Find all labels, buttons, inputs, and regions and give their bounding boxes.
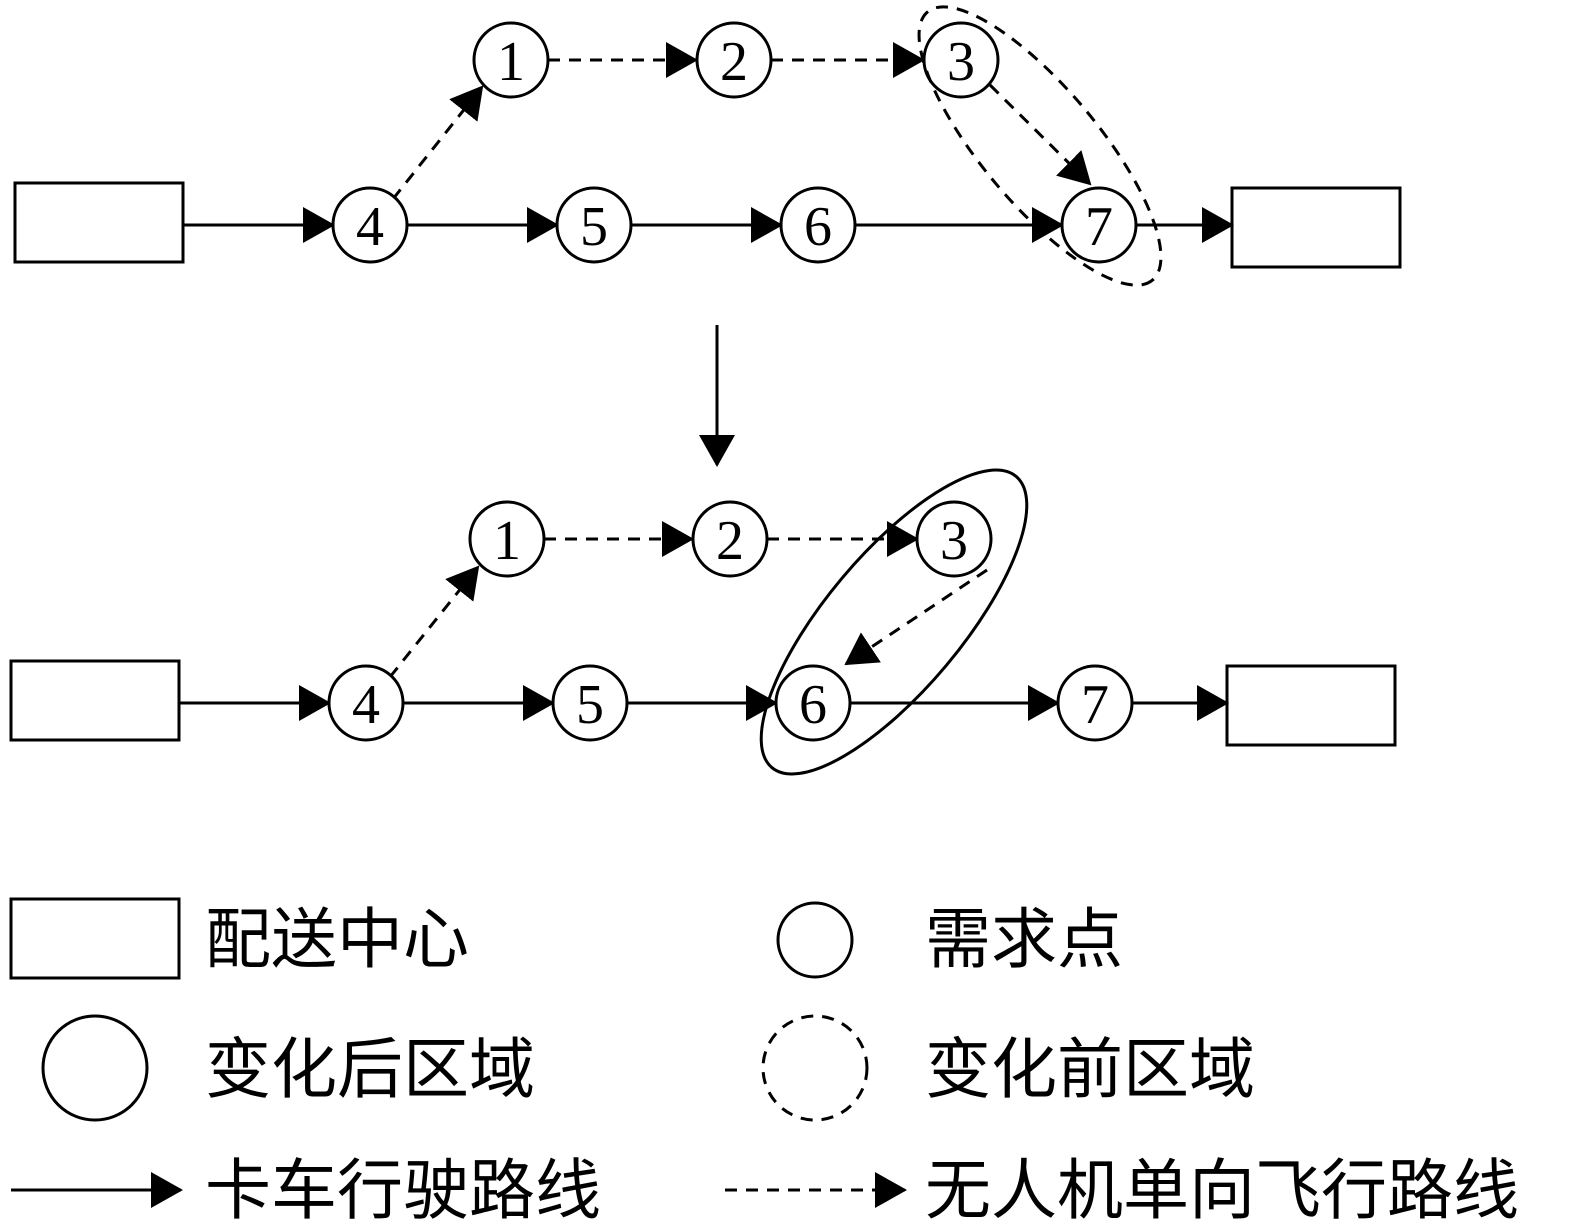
top-node-5-label: 5 [580,196,608,258]
legend-region-before-label: 变化前区域 [925,1031,1255,1108]
legend-depot-symbol [9,897,181,980]
legend: 配送中心 需求点 变化后区域 变化前区域 卡车行驶路线 无人机单向飞行路线 [9,897,1519,1226]
bottom-node-3-label: 3 [940,510,968,572]
legend-demand-point-label: 需求点 [925,901,1123,978]
top-node-1 [472,21,550,99]
top-node-7 [1060,186,1138,264]
bottom-node-3 [915,500,993,578]
top-node-4 [331,186,409,264]
bottom-node-4-label: 4 [352,674,380,736]
bottom-end-depot [1225,664,1397,747]
bottom-node-6-label: 6 [799,674,827,736]
top-node-6-label: 6 [804,196,832,258]
legend-region-after-symbol [41,1014,149,1122]
bottom-panel: 1 2 3 4 5 6 7 [9,468,1397,776]
bottom-node-2 [691,500,769,578]
bottom-node-1-label: 1 [493,510,521,572]
legend-region-after-label: 变化后区域 [205,1031,535,1108]
top-node-6 [779,186,857,264]
top-drone-edge-3-7 [988,83,1092,186]
bottom-node-5-label: 5 [576,674,604,736]
bottom-drone-edge-4-1 [388,565,480,678]
top-node-5 [555,186,633,264]
legend-demand-point-symbol [776,901,854,979]
top-drone-edge-4-1 [391,85,484,200]
top-start-depot [13,181,185,264]
legend-depot-label: 配送中心 [205,901,469,978]
legend-drone-route-label: 无人机单向飞行路线 [925,1152,1519,1226]
top-node-2-label: 2 [720,31,748,93]
top-region-before-change [917,5,1163,287]
top-node-1-label: 1 [497,31,525,93]
top-node-7-label: 7 [1085,196,1113,258]
bottom-node-1 [468,500,546,578]
bottom-node-5 [551,664,629,742]
top-end-depot [1230,186,1402,269]
bottom-region-after-change [759,468,1029,776]
legend-region-before-symbol [761,1014,869,1122]
bottom-drone-edge-3-6 [844,568,988,666]
top-panel: 1 2 3 4 5 6 7 [13,5,1402,287]
bottom-node-7 [1056,664,1134,742]
bottom-node-2-label: 2 [716,510,744,572]
bottom-node-6 [774,664,852,742]
top-node-2 [695,21,773,99]
bottom-start-depot [9,659,181,742]
legend-truck-route-label: 卡车行驶路线 [205,1152,601,1226]
bottom-node-4 [327,664,405,742]
top-node-4-label: 4 [356,196,384,258]
top-node-3-label: 3 [947,31,975,93]
bottom-node-7-label: 7 [1081,674,1109,736]
